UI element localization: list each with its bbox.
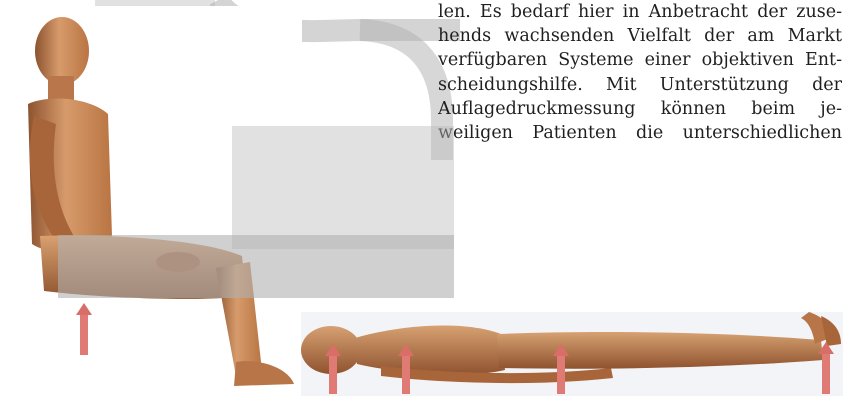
pressure-arrow-icon <box>553 344 569 394</box>
supine-figure-panel <box>301 312 843 396</box>
paragraph-line: weiligen Patienten die unterschiedlichen <box>438 121 842 145</box>
supine-human-figure <box>301 312 843 396</box>
pressure-arrow-icon <box>325 344 341 394</box>
watermark-fragment-bar <box>58 235 454 298</box>
paragraph-line: hends wachsenden Vielfalt der am Markt <box>438 24 842 48</box>
watermark-fragment-stem <box>232 126 454 249</box>
paragraph-line: Auflagedruckmessung können beim je- <box>438 97 842 121</box>
paragraph-line: len. Es bedarf hier in Anbetracht der zu… <box>438 0 842 24</box>
paragraph-line: scheidungshilfe. Mit Unterstützung der <box>438 73 842 97</box>
paragraph-line: verfügbaren Systeme einer objektiven Ent… <box>438 48 842 72</box>
pressure-arrow-icon <box>818 342 834 394</box>
body-paragraph: len. Es bedarf hier in Anbetracht der zu… <box>438 0 842 145</box>
pressure-arrow-icon <box>76 303 92 355</box>
pressure-arrow-icon <box>398 344 414 394</box>
